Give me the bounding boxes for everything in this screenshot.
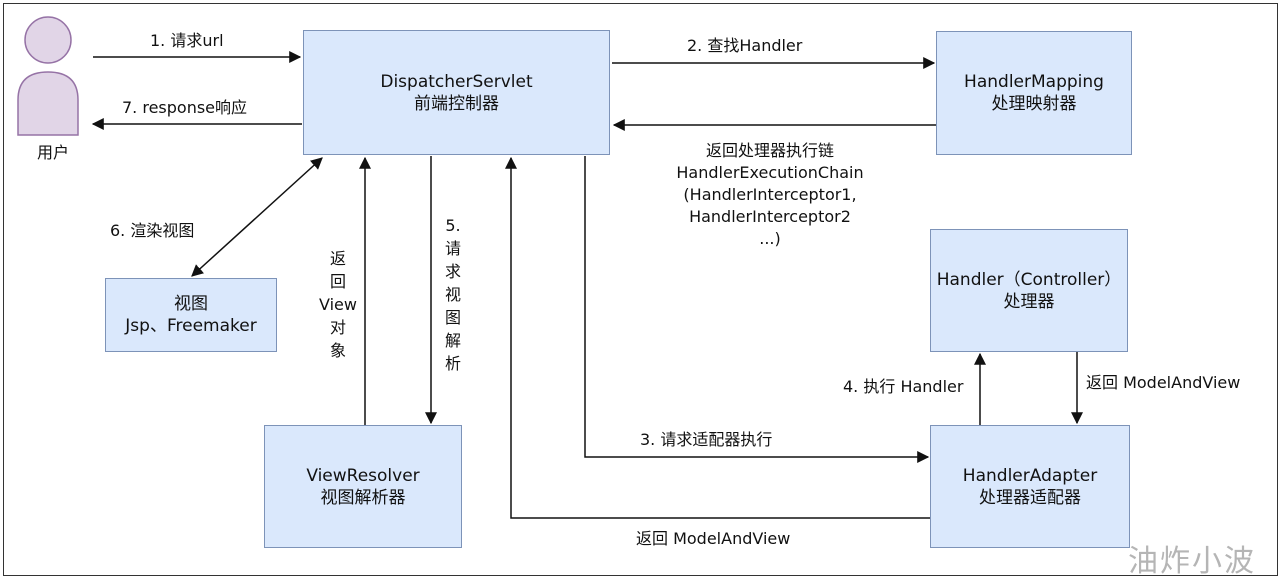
dispatcher-servlet-box[interactable]: DispatcherServlet 前端控制器 (303, 30, 610, 155)
return-view-char: 回 (329, 272, 346, 291)
step5-char: 5. (445, 216, 461, 235)
view-subtitle: Jsp、Freemaker (125, 316, 257, 336)
user-icon (17, 16, 79, 136)
view-box[interactable]: 视图 Jsp、Freemaker (105, 278, 277, 352)
handler-title: Handler（Controller） (936, 269, 1122, 290)
handler-mapping-subtitle: 处理映射器 (991, 94, 1077, 114)
handler-adapter-subtitle: 处理器适配器 (979, 487, 1081, 508)
step5-char: 解 (444, 331, 461, 350)
arrow-return-mav-bottom (505, 156, 930, 519)
label-return-mav-bottom: 返回 ModelAndView (636, 529, 791, 548)
label-step1: 1. 请求url (150, 31, 224, 50)
step5-char: 图 (444, 308, 461, 327)
label-step2: 2. 查找Handler (687, 36, 803, 55)
return-view-char: 返 (329, 249, 346, 268)
arrow-render-view (191, 157, 323, 277)
label-return-view: 返 回 View 对 象 (314, 247, 362, 362)
step5-char: 析 (444, 354, 461, 373)
return-chain-line: HandlerInterceptor2 (689, 207, 851, 226)
handler-box[interactable]: Handler（Controller） 处理器 (930, 229, 1128, 352)
user-label: 用户 (37, 143, 70, 162)
label-step7: 7. response响应 (122, 98, 248, 117)
return-view-char: 对 (329, 318, 346, 337)
label-step4: 4. 执行 Handler (843, 377, 964, 396)
handler-mapping-box[interactable]: HandlerMapping 处理映射器 (936, 31, 1132, 155)
handler-mapping-title: HandlerMapping (964, 72, 1104, 92)
view-resolver-box[interactable]: ViewResolver 视图解析器 (264, 425, 462, 548)
label-step5: 5. 请 求 视 图 解 析 (438, 214, 468, 375)
step5-char: 视 (444, 285, 461, 304)
view-resolver-title: ViewResolver (306, 465, 420, 486)
watermark: 油炸小波 (1128, 544, 1256, 579)
return-chain-line: HandlerExecutionChain (676, 163, 864, 182)
return-chain-line: (HandlerInterceptor1, (683, 185, 857, 204)
return-view-char: View (319, 295, 357, 314)
view-resolver-subtitle: 视图解析器 (320, 487, 406, 508)
dispatcher-title: DispatcherServlet (380, 71, 533, 92)
label-step6: 6. 渲染视图 (110, 221, 195, 240)
arrow-request-adapter (584, 156, 930, 463)
return-chain-line: 返回处理器执行链 (705, 141, 834, 160)
step5-char: 求 (444, 262, 461, 281)
return-view-char: 象 (329, 341, 346, 360)
label-step3: 3. 请求适配器执行 (640, 430, 773, 449)
dispatcher-subtitle: 前端控制器 (414, 93, 499, 114)
handler-subtitle: 处理器 (1003, 291, 1055, 312)
step5-char: 请 (444, 239, 461, 258)
handler-adapter-box[interactable]: HandlerAdapter 处理器适配器 (930, 425, 1130, 548)
handler-adapter-title: HandlerAdapter (962, 465, 1098, 486)
label-return-mav-right: 返回 ModelAndView (1086, 373, 1241, 392)
diagram-frame (3, 3, 1278, 576)
view-title: 视图 (174, 294, 208, 314)
label-return-chain: 返回处理器执行链 HandlerExecutionChain (HandlerI… (655, 140, 885, 250)
return-chain-line: ...) (759, 229, 781, 248)
